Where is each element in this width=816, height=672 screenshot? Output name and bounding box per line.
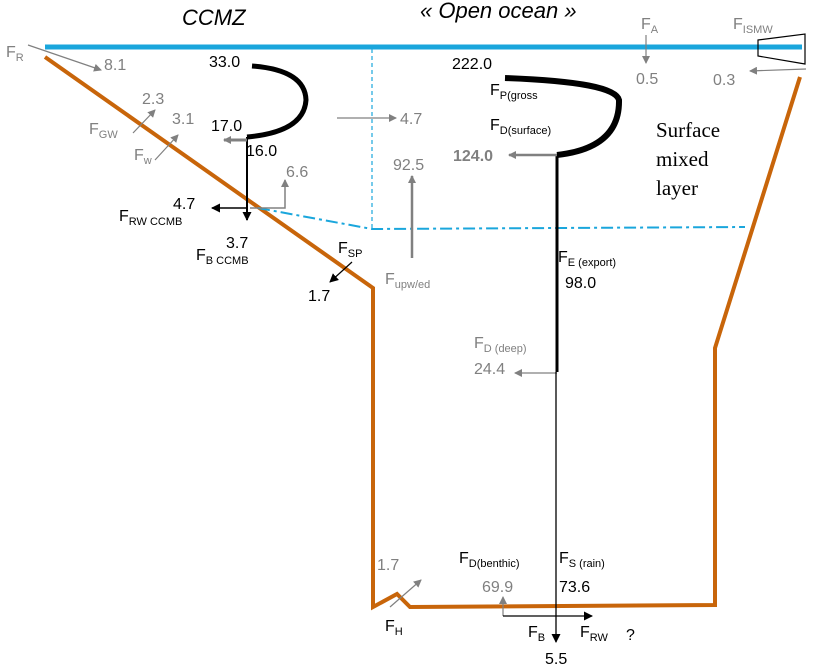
fd-surface-value: 124.0	[453, 148, 493, 165]
fgw-label: FGW	[89, 121, 118, 141]
fismw-arrow	[749, 66, 807, 75]
open-ocean-title: « Open ocean »	[420, 0, 577, 23]
fh-value: 1.7	[377, 557, 399, 574]
fs-rain-value: 73.6	[559, 579, 590, 596]
fr-arrow	[27, 44, 102, 72]
fr-label: FR	[6, 44, 24, 64]
frw-ccmb-label: FRW CCMB	[119, 208, 182, 228]
open-ocean-production-loop	[504, 75, 623, 158]
fe-export-value: 98.0	[565, 275, 596, 292]
frw-ccmb-value: 4.7	[173, 196, 195, 213]
fr-value: 8.1	[104, 57, 126, 74]
ccmz-lateral-value: 4.7	[400, 111, 422, 128]
ice-shelf-icon	[757, 33, 806, 65]
upwelling-label: Fupw/ed	[385, 271, 430, 291]
fh-arrow	[389, 579, 422, 608]
fs-rain-label: FS (rain)	[559, 550, 605, 570]
fsp-label: FSP	[338, 240, 362, 260]
fw-label: Fw	[134, 147, 152, 167]
fd-surface-label: FD(surface)	[490, 117, 551, 137]
fgw-value: 2.3	[142, 91, 164, 108]
ccmz-gross-value: 33.0	[209, 54, 240, 71]
fa-label: FA	[641, 16, 659, 36]
fb-value: 5.5	[545, 651, 567, 668]
fismw-label: FISMW	[733, 16, 773, 36]
fd-benthic-label: FD(benthic)	[459, 550, 520, 570]
fe-export-label: FE (export)	[558, 249, 616, 269]
seafloor-profile	[43, 55, 802, 611]
fb-ccmb-value: 3.7	[226, 235, 248, 252]
layer-label-3: layer	[656, 176, 698, 200]
fa-value: 0.5	[636, 71, 658, 88]
layer-label-1: Surface	[656, 118, 720, 142]
ccmz-production-loop	[246, 63, 309, 140]
fd-benthic-value: 69.9	[482, 579, 513, 596]
fh-label: FH	[385, 618, 403, 638]
ccmz-title: CCMZ	[182, 5, 247, 30]
fw-value: 3.1	[172, 111, 194, 128]
upwelling-value: 92.5	[393, 157, 424, 174]
fsp-value: 1.7	[308, 288, 330, 305]
ccmz-export-value: 16.0	[246, 143, 277, 160]
fgw-arrow	[132, 109, 156, 134]
fp-gross-value: 222.0	[452, 56, 492, 73]
mixed-layer-depth-line	[257, 207, 746, 231]
fd-deep-value: 24.4	[474, 361, 505, 378]
layer-label-2: mixed	[656, 147, 709, 171]
frw-label: FRW	[580, 624, 609, 644]
fb-ccmb-label: FB CCMB	[196, 247, 249, 267]
fd-deep-label: FD (deep)	[474, 335, 527, 355]
ccmz-up-arrow	[250, 179, 289, 209]
frw-value: ?	[626, 627, 635, 644]
fw-arrow	[154, 134, 179, 161]
fp-gross-label: FP(gross	[490, 82, 538, 102]
fb-label: FB	[528, 624, 545, 644]
fsp-arrow	[329, 261, 353, 283]
ccmz-up-value: 6.6	[286, 164, 308, 181]
ccmz-surface-value: 17.0	[211, 118, 242, 135]
fismw-value: 0.3	[713, 72, 735, 89]
